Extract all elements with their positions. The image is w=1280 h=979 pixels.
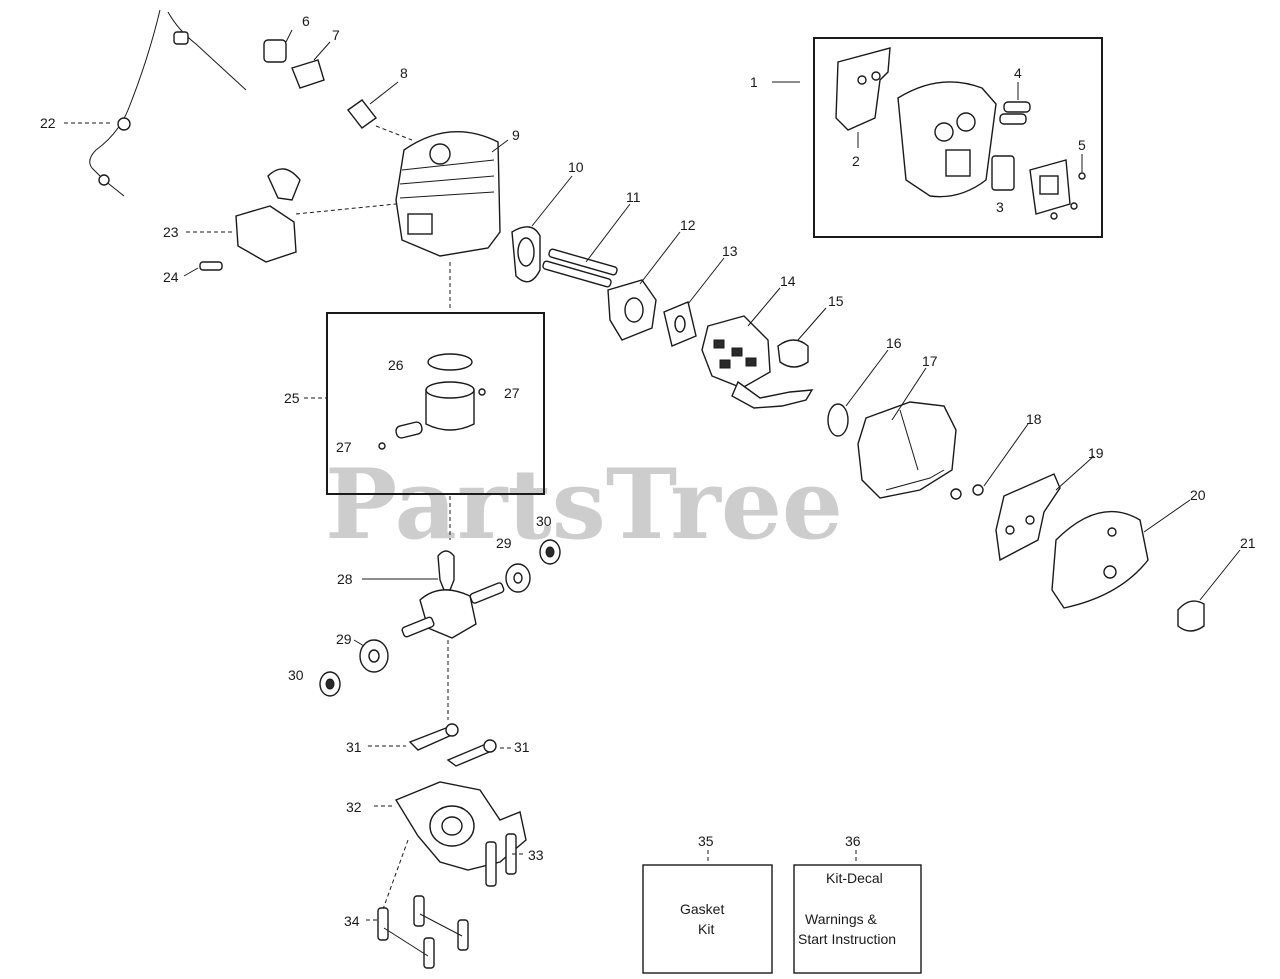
air-filter-nut[interactable] [950,488,962,500]
callout-33[interactable]: 33 [528,847,544,863]
callout-11[interactable]: 11 [626,189,641,205]
air-filter-housing[interactable] [857,401,957,499]
carburetor-bolt[interactable] [548,248,618,276]
callout-34[interactable]: 34 [344,913,360,929]
muffler-gasket[interactable] [991,155,1015,191]
callout-14[interactable]: 14 [780,273,796,289]
gasket-kit-line1: Gasket [680,901,724,917]
callout-21[interactable]: 21 [1240,535,1256,551]
gasket-kit-box[interactable] [642,864,773,974]
callout-20[interactable]: 20 [1190,487,1206,503]
spark-plug-cap[interactable] [263,39,287,63]
callout-22[interactable]: 22 [40,115,56,131]
callout-8[interactable]: 8 [400,65,408,81]
callout-6[interactable]: 6 [302,13,310,29]
callout-2[interactable]: 2 [852,153,860,169]
piston-kit-box [326,312,545,495]
carburetor-cap[interactable] [777,339,809,368]
callout-31a[interactable]: 31 [346,739,362,755]
callout-12[interactable]: 12 [680,217,696,233]
trigger[interactable] [267,168,301,201]
ignition-lead-boot[interactable] [173,31,189,45]
crankcase-stud[interactable] [485,841,497,887]
circlip[interactable] [478,388,486,396]
spark-plug[interactable] [346,99,378,129]
decal-kit-line1: Warnings & [805,911,878,927]
piston-pin[interactable] [395,421,423,439]
callout-5[interactable]: 5 [1078,137,1086,153]
callout-4[interactable]: 4 [1014,65,1022,81]
muffler-bolt[interactable] [1003,101,1031,113]
needle-bearing[interactable] [437,550,455,591]
callout-26[interactable]: 26 [388,357,404,373]
heat-shield[interactable] [835,47,891,131]
watermark: PartsTree [325,448,843,561]
callout-32[interactable]: 32 [346,799,362,815]
callout-30a[interactable]: 30 [536,513,552,529]
decal-kit-title: Kit-Decal [826,870,883,886]
callout-13[interactable]: 13 [722,243,738,259]
piston-ring[interactable] [427,353,473,371]
callout-36[interactable]: 36 [845,833,861,849]
gasket-kit-line2: Kit [698,921,714,937]
callout-3[interactable]: 3 [996,199,1004,215]
crankcase-screw[interactable] [377,907,389,941]
callout-30b[interactable]: 30 [288,667,304,683]
callout-24[interactable]: 24 [163,269,179,285]
callout-28[interactable]: 28 [337,571,353,587]
callout-29a[interactable]: 29 [496,535,512,551]
callout-23[interactable]: 23 [163,224,179,240]
callout-27b[interactable]: 27 [336,439,352,455]
handle-screw[interactable] [199,261,223,271]
callout-1[interactable]: 1 [750,74,758,90]
callout-9[interactable]: 9 [512,127,520,143]
callout-35[interactable]: 35 [698,833,714,849]
decal-kit-line2: Start Instruction [798,931,896,947]
boot[interactable] [291,59,325,89]
callout-27a[interactable]: 27 [504,385,520,401]
callout-29b[interactable]: 29 [336,631,352,647]
callout-16[interactable]: 16 [886,335,902,351]
callout-19[interactable]: 19 [1088,445,1104,461]
crankshaft[interactable] [419,589,477,639]
handle-bracket[interactable] [235,205,297,263]
callout-25[interactable]: 25 [284,390,300,406]
callout-18[interactable]: 18 [1026,411,1042,427]
callout-17[interactable]: 17 [922,353,938,369]
cover-knob[interactable] [1177,600,1205,632]
callout-31b[interactable]: 31 [514,739,530,755]
muffler-kit-box [813,37,1103,238]
callout-7[interactable]: 7 [332,27,340,43]
callout-10[interactable]: 10 [568,159,584,175]
air-filter-seal[interactable] [827,403,849,437]
callout-15[interactable]: 15 [828,293,844,309]
air-filter-cover[interactable] [1051,510,1149,609]
decal-kit-box[interactable] [793,864,922,974]
